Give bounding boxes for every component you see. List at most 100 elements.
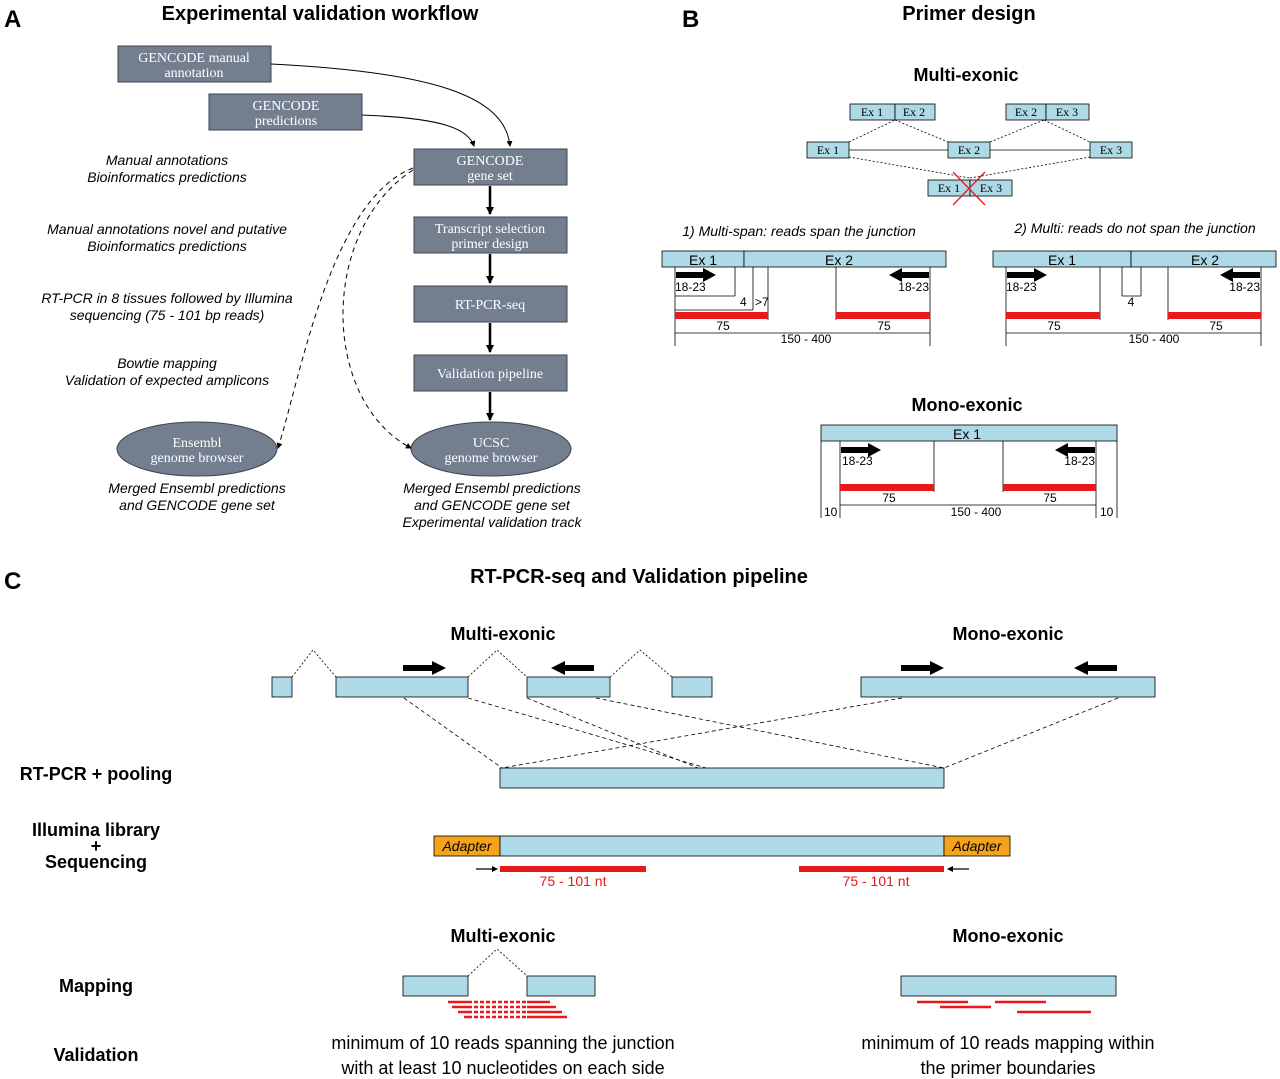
adapter-label: Adapter bbox=[951, 838, 1002, 854]
multi-criterion-line2: with at least 10 nucleotides on each sid… bbox=[340, 1058, 664, 1078]
panel-b-multi-title: Multi-exonic bbox=[913, 65, 1018, 85]
primer-length: 18-23 bbox=[1064, 454, 1095, 468]
validation-pipeline-box: Validation pipeline bbox=[413, 354, 568, 392]
panel-c-title: RT-PCR-seq and Validation pipeline bbox=[470, 566, 808, 588]
ensembl-note-line1: Merged Ensembl predictions bbox=[108, 480, 285, 496]
reverse-primer-arrow bbox=[1074, 661, 1117, 675]
read-length: 75 bbox=[716, 319, 730, 333]
transcript-selection-line1: Transcript selection bbox=[435, 222, 545, 237]
mono-exonic-mapping bbox=[900, 975, 1117, 1014]
validation-pipeline-label: Validation pipeline bbox=[437, 367, 543, 382]
read-length: 75 bbox=[882, 491, 896, 505]
panel-b: B Primer design Multi-exonic bbox=[661, 3, 1277, 519]
exon-label: Ex 1 bbox=[1048, 252, 1076, 268]
illumina-label: Illumina library + Sequencing bbox=[32, 820, 160, 872]
panel-b-title: Primer design bbox=[902, 3, 1035, 25]
note-2-line1: Manual annotations novel and putative bbox=[47, 221, 287, 237]
panel-a-arrows bbox=[270, 63, 513, 449]
ucsc-line1: UCSC bbox=[473, 436, 510, 451]
read-length: 75 bbox=[1047, 319, 1061, 333]
reverse-primer-arrow bbox=[1220, 268, 1260, 282]
read-nt-label: 75 - 101 nt bbox=[843, 873, 910, 889]
mono-exonic-diagram: Ex 1 18-23 18-23 75 75 150 - 400 10 bbox=[820, 424, 1118, 519]
transcript-selection-box: Transcript selection primer design bbox=[413, 216, 568, 254]
exon-label: Ex 1 bbox=[817, 143, 839, 157]
note-4-line2: Validation of expected amplicons bbox=[65, 372, 269, 388]
ensembl-browser-ellipse: Ensembl genome browser bbox=[116, 421, 278, 477]
multi-exonic-gene-model bbox=[271, 649, 713, 698]
forward-primer-arrow bbox=[901, 661, 944, 675]
exon-label: Ex 2 bbox=[1015, 105, 1037, 119]
gencode-predictions-line2: predictions bbox=[255, 114, 317, 129]
pooled-amplicon bbox=[499, 767, 945, 789]
mono-exonic-gene-model bbox=[860, 661, 1156, 698]
read-length: 75 bbox=[1043, 491, 1057, 505]
note-1-line2: Bioinformatics predictions bbox=[87, 169, 247, 185]
mono-criterion-line2: the primer boundaries bbox=[920, 1058, 1095, 1078]
illumina-line1: Illumina library bbox=[32, 820, 160, 840]
validation-label: Validation bbox=[53, 1045, 138, 1065]
gencode-manual-box: GENCODE manual annotation bbox=[117, 45, 272, 83]
overlap-4: 4 bbox=[740, 295, 747, 309]
primer-length: 18-23 bbox=[1229, 280, 1260, 294]
panel-a-title: Experimental validation workflow bbox=[162, 3, 479, 25]
exon-label: Ex 3 bbox=[1056, 105, 1078, 119]
panel-c-letter: C bbox=[4, 568, 21, 595]
primer-length: 18-23 bbox=[898, 280, 929, 294]
rt-pcr-seq-label: RT-PCR-seq bbox=[455, 298, 525, 313]
projection-lines bbox=[403, 697, 1119, 769]
amplicon-length: 150 - 400 bbox=[951, 505, 1002, 519]
ucsc-note-line2: and GENCODE gene set bbox=[414, 497, 571, 513]
gencode-gene-set-box: GENCODE gene set bbox=[413, 148, 568, 186]
mapping-multi-title: Multi-exonic bbox=[450, 926, 555, 946]
ucsc-browser-ellipse: UCSC genome browser bbox=[410, 421, 572, 477]
rt-pcr-seq-box: RT-PCR-seq bbox=[413, 285, 568, 323]
panel-c-multi-title: Multi-exonic bbox=[450, 624, 555, 644]
exon-label: Ex 2 bbox=[958, 143, 980, 157]
panel-c: C RT-PCR-seq and Validation pipeline Mul… bbox=[4, 566, 1156, 1078]
note-2-line2: Bioinformatics predictions bbox=[87, 238, 247, 254]
multi-span-label: 1) Multi-span: reads span the junction bbox=[682, 223, 916, 239]
illumina-line3: Sequencing bbox=[45, 852, 147, 872]
forward-primer-arrow bbox=[676, 268, 716, 282]
illumina-line2: + bbox=[91, 836, 102, 856]
exon-label: Ex 1 bbox=[938, 181, 960, 195]
mono-criterion-line1: minimum of 10 reads mapping within bbox=[861, 1033, 1154, 1053]
amplicon-length: 150 - 400 bbox=[1129, 332, 1180, 346]
read-length: 75 bbox=[877, 319, 891, 333]
primer-length: 18-23 bbox=[1006, 280, 1037, 294]
gencode-predictions-box: GENCODE predictions bbox=[208, 93, 363, 131]
exon-label: Ex 2 bbox=[903, 105, 925, 119]
intron-gap-4: 4 bbox=[1128, 295, 1135, 309]
multi-nospan-label: 2) Multi: reads do not span the junction bbox=[1013, 220, 1255, 236]
ucsc-note-line3: Experimental validation track bbox=[403, 514, 583, 530]
gencode-manual-line1: GENCODE manual bbox=[138, 51, 250, 66]
exon-label: Ex 3 bbox=[1100, 143, 1122, 157]
multi-criterion-line1: minimum of 10 reads spanning the junctio… bbox=[331, 1033, 674, 1053]
panel-b-letter: B bbox=[682, 6, 699, 33]
ucsc-line2: genome browser bbox=[445, 451, 538, 466]
multi-exonic-mapping bbox=[402, 948, 596, 1019]
reverse-primer-arrow bbox=[889, 268, 929, 282]
panel-a-notes: Manual annotations Bioinformatics predic… bbox=[41, 152, 582, 530]
panel-c-mono-title: Mono-exonic bbox=[953, 624, 1064, 644]
splicing-schema bbox=[806, 103, 1133, 197]
ucsc-note-line1: Merged Ensembl predictions bbox=[403, 480, 580, 496]
note-4-line1: Bowtie mapping bbox=[117, 355, 217, 371]
gencode-gene-set-line1: GENCODE bbox=[457, 154, 524, 169]
boundary-10: 10 bbox=[824, 505, 838, 519]
illumina-library: Adapter Adapter 75 - 101 nt 75 - 101 nt bbox=[433, 835, 1011, 889]
forward-primer-arrow bbox=[403, 661, 446, 675]
note-1-line1: Manual annotations bbox=[106, 152, 228, 168]
overlap-gt7: >7 bbox=[755, 295, 769, 309]
exon-label: Ex 1 bbox=[689, 252, 717, 268]
primer-length: 18-23 bbox=[842, 454, 873, 468]
panel-b-mono-title: Mono-exonic bbox=[912, 395, 1023, 415]
note-3-line2: sequencing (75 - 101 bp reads) bbox=[70, 307, 265, 323]
mapping-mono-title: Mono-exonic bbox=[953, 926, 1064, 946]
library-insert bbox=[499, 835, 945, 857]
boundary-10: 10 bbox=[1100, 505, 1114, 519]
exon-label: Ex 2 bbox=[1191, 252, 1219, 268]
adapter-right bbox=[943, 835, 1011, 857]
